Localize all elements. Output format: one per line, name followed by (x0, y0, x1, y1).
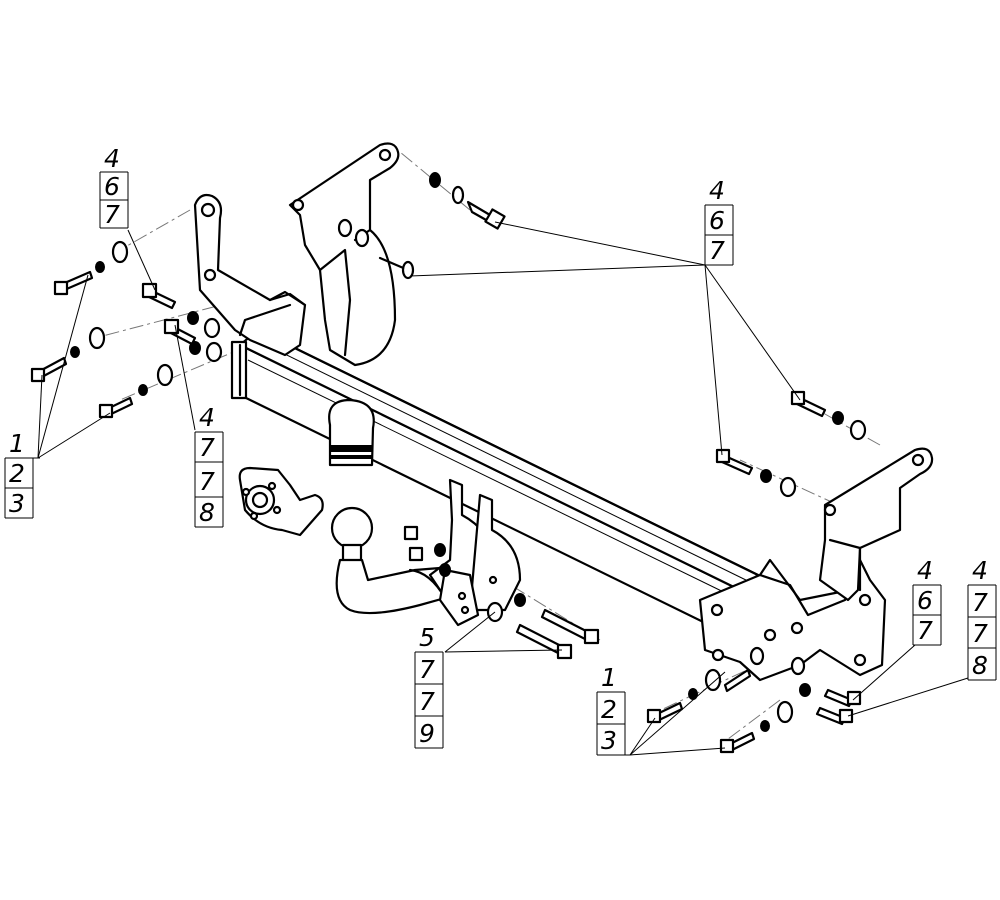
callout-right-bolts: 1 2 3 (596, 663, 630, 756)
tow-ball-stored (328, 398, 375, 467)
callout-ball-item-2: 7 (419, 655, 435, 684)
callout-left-mid-item-1: 4 (199, 403, 215, 432)
callout-tl-item-2: 6 (104, 172, 120, 201)
fasteners (30, 172, 867, 754)
callout-ball: 5 7 7 9 (414, 623, 444, 749)
callout-right-bolts-item-2: 2 (601, 695, 617, 724)
callout-rr2-item-1: 4 (972, 556, 988, 585)
callout-rr1-item-3: 7 (917, 616, 933, 645)
callout-left-mid: 4 7 7 8 (194, 403, 224, 528)
callout-tr: 4 6 7 (704, 176, 734, 266)
callout-tr-item-3: 7 (709, 236, 725, 265)
callout-rr2-item-3: 7 (972, 619, 988, 648)
callout-tl-item-3: 7 (104, 200, 120, 229)
left-bracket (193, 193, 307, 357)
top-left-bracket (288, 142, 415, 367)
tow-ball-arm (330, 478, 522, 627)
callout-tl: 4 6 7 (99, 144, 129, 229)
callout-right-bolts-item-3: 3 (601, 726, 617, 755)
callout-tr-item-1: 4 (709, 176, 725, 205)
callout-rr2: 4 7 7 8 (967, 556, 997, 681)
callout-left-bottom-item-3: 3 (9, 489, 25, 518)
callout-tr-item-2: 6 (709, 206, 725, 235)
callout-left-bottom-item-1: 1 (9, 429, 25, 458)
callout-ball-item-3: 7 (419, 687, 435, 716)
callout-left-mid-item-3: 7 (199, 467, 215, 496)
callout-rr1-item-2: 6 (917, 586, 933, 615)
callout-ball-item-4: 9 (419, 719, 435, 748)
callout-left-mid-item-4: 8 (199, 498, 215, 527)
callout-rr2-item-4: 8 (972, 651, 988, 680)
top-right-bracket (818, 447, 934, 602)
callout-tl-item-1: 4 (104, 144, 120, 173)
callout-left-bottom-item-2: 2 (9, 459, 25, 488)
callout-left-bottom: 1 2 3 (4, 429, 40, 519)
leader-lines (37, 221, 969, 756)
callout-right-bolts-item-1: 1 (601, 663, 617, 692)
right-bracket (698, 558, 887, 682)
socket-plate (238, 466, 324, 537)
callout-left-mid-item-2: 7 (199, 433, 215, 462)
callout-rr1-item-1: 4 (917, 556, 933, 585)
callout-ball-item-1: 5 (419, 623, 435, 652)
callout-rr2-item-2: 7 (972, 588, 988, 617)
callout-rr1: 4 6 7 (912, 556, 942, 646)
